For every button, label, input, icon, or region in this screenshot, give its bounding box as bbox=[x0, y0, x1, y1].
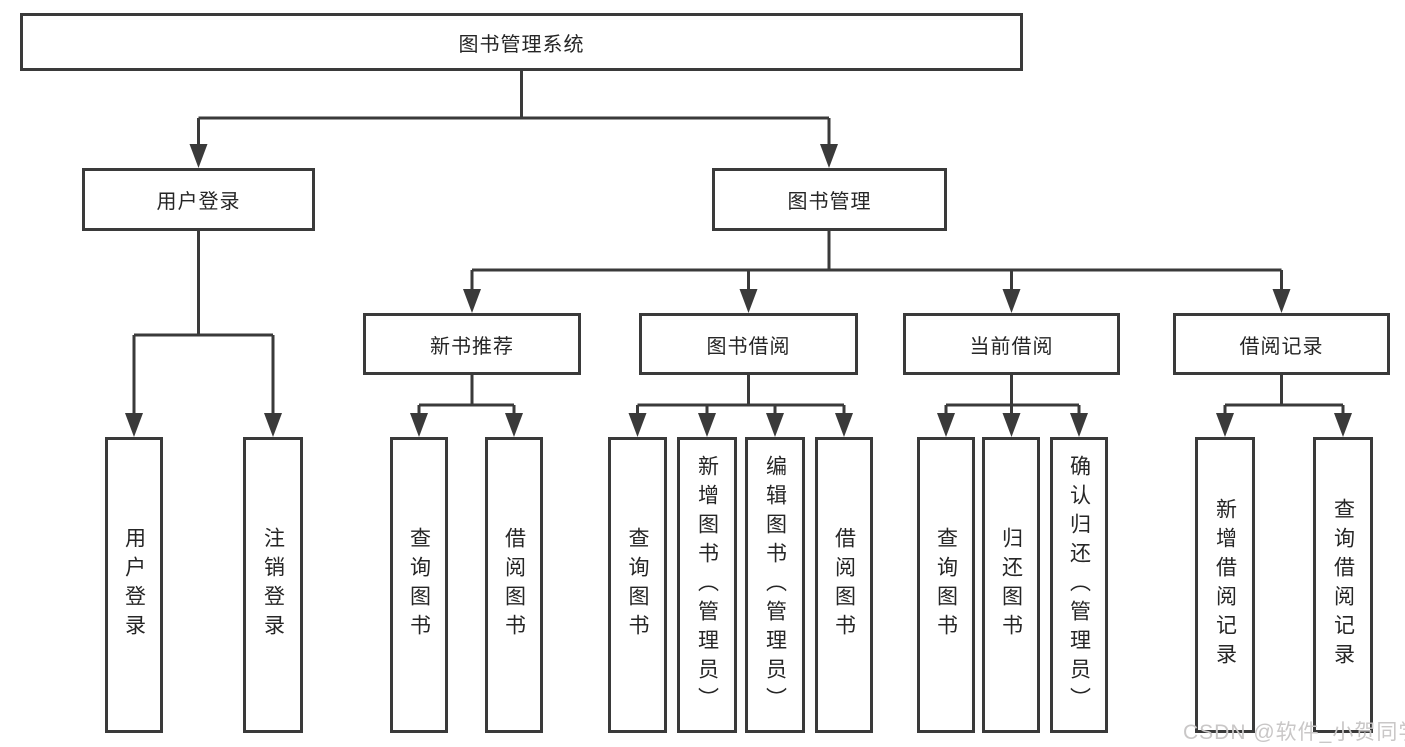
leaf-query-book-3: 查询图书 bbox=[917, 437, 975, 733]
watermark: CSDN @软件_小贺同学 bbox=[1183, 721, 1405, 744]
leaf-logout: 注销登录 bbox=[243, 437, 303, 733]
leaf-add-borrow-record: 新增借阅记录 bbox=[1195, 437, 1255, 733]
node-current-borrow: 当前借阅 bbox=[903, 313, 1120, 375]
node-user-login: 用户登录 bbox=[82, 168, 315, 231]
leaf-query-book-2: 查询图书 bbox=[608, 437, 667, 733]
node-root-label: 图书管理系统 bbox=[458, 33, 585, 56]
node-book-borrow-label: 图书借阅 bbox=[706, 335, 791, 358]
leaf-add-book-admin: 新增图书（管理员） bbox=[677, 437, 737, 733]
leaf-query-book-1: 查询图书 bbox=[390, 437, 448, 733]
leaf-borrow-book-2: 借阅图书 bbox=[815, 437, 873, 733]
node-current-borrow-label: 当前借阅 bbox=[969, 335, 1054, 358]
leaf-return-book: 归还图书 bbox=[982, 437, 1040, 733]
leaf-confirm-return-admin: 确认归还（管理员） bbox=[1050, 437, 1108, 733]
node-new-book-recommend-label: 新书推荐 bbox=[430, 335, 514, 358]
node-user-login-label: 用户登录 bbox=[156, 191, 241, 213]
node-book-borrow: 图书借阅 bbox=[639, 313, 858, 375]
node-borrow-record-label: 借阅记录 bbox=[1239, 335, 1324, 358]
leaf-query-borrow-record: 查询借阅记录 bbox=[1313, 437, 1373, 733]
node-root: 图书管理系统 bbox=[20, 13, 1023, 71]
arrowhead-icons bbox=[125, 144, 1352, 437]
node-book-management: 图书管理 bbox=[712, 168, 947, 231]
node-new-book-recommend: 新书推荐 bbox=[363, 313, 581, 375]
leaf-borrow-book-1: 借阅图书 bbox=[485, 437, 543, 733]
node-borrow-record: 借阅记录 bbox=[1173, 313, 1390, 375]
leaf-user-login: 用户登录 bbox=[105, 437, 163, 733]
node-book-management-label: 图书管理 bbox=[787, 191, 872, 213]
leaf-edit-book-admin: 编辑图书（管理员） bbox=[745, 437, 805, 733]
